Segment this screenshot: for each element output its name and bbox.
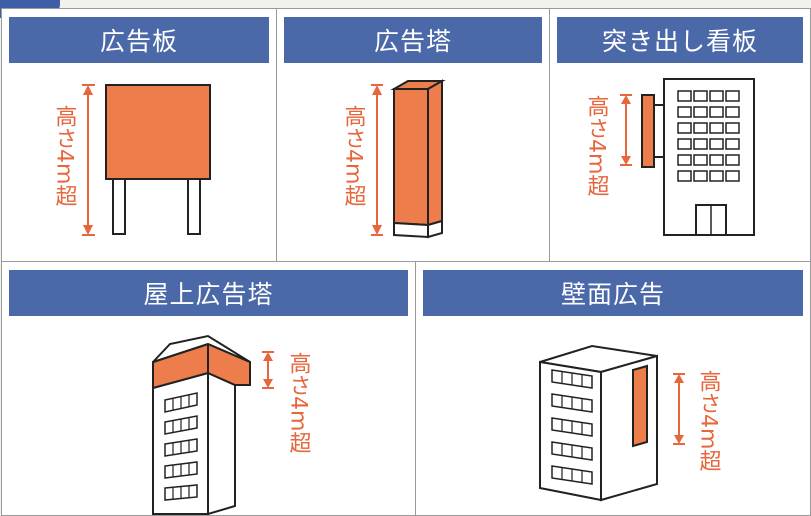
billboard-illustration: 高さ4m超 <box>52 84 211 236</box>
panel-rooftop-tower: 屋上広告塔 <box>1 261 416 516</box>
panel-title: 壁面広告 <box>423 270 803 316</box>
height-label: 高さ4m超 <box>696 370 722 472</box>
advertising-tower-illustration: 高さ4m超 <box>341 79 446 239</box>
rooftop-tower-illustration: 高さ4m超 <box>152 334 312 515</box>
height-label: 高さ4m超 <box>584 95 610 197</box>
panel-title: 広告板 <box>9 17 269 63</box>
projecting-sign-illustration: 高さ4m超 <box>584 78 755 236</box>
panel-projecting-sign: 突き出し看板 <box>549 8 811 262</box>
panel-title: 突き出し看板 <box>557 17 803 63</box>
panel-advertising-tower: 広告塔 高さ4m超 <box>276 8 550 262</box>
panel-wall-sign: 壁面広告 <box>415 261 811 516</box>
height-label: 高さ4m超 <box>341 105 367 207</box>
wall-sign-illustration: 高さ4m超 <box>539 344 722 502</box>
panel-title: 広告塔 <box>284 17 542 63</box>
height-label: 高さ4m超 <box>286 352 312 454</box>
panel-billboard: 広告板 高さ4m超 <box>1 8 277 262</box>
panel-title: 屋上広告塔 <box>9 270 408 316</box>
height-label: 高さ4m超 <box>52 105 78 207</box>
